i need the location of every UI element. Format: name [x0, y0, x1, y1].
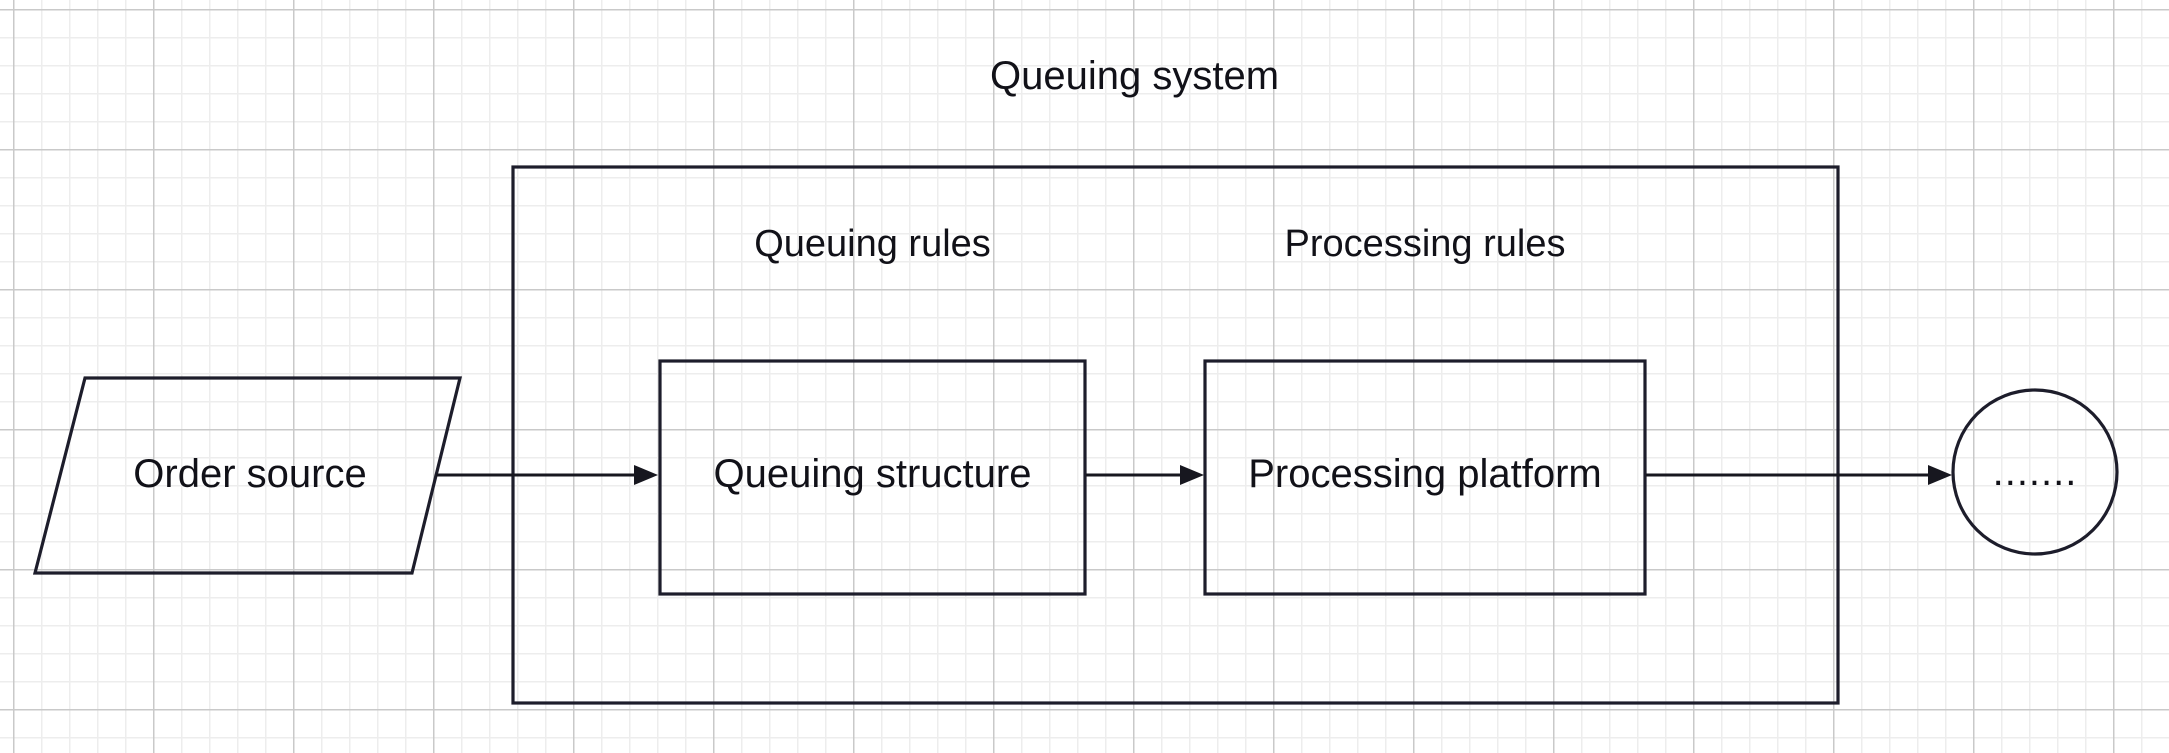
queuing-structure-shape[interactable]: [658, 359, 1087, 596]
processing-platform-shape[interactable]: [1203, 359, 1647, 596]
queuing-system-container[interactable]: [511, 165, 1840, 705]
page-title-text: Queuing system: [989, 54, 1280, 98]
terminal-ellipsis-label: .......: [1992, 450, 2078, 494]
edge-platform-to-terminal[interactable]: [1646, 465, 1952, 485]
terminal-circle-shape[interactable]: [1951, 388, 2119, 556]
queuing-rules-label: Queuing rules: [754, 223, 991, 265]
processing-platform-label: Processing platform: [1248, 452, 1602, 496]
order-source-shape[interactable]: [32, 376, 463, 575]
edge-source-to-structure[interactable]: [436, 465, 658, 485]
order-source-label: Order source: [133, 452, 367, 496]
edge-structure-to-platform[interactable]: [1086, 465, 1204, 485]
queuing-structure-label: Queuing structure: [713, 452, 1032, 496]
processing-rules-label: Processing rules: [1284, 223, 1566, 265]
page-title: Queuing system: [0, 56, 2169, 96]
